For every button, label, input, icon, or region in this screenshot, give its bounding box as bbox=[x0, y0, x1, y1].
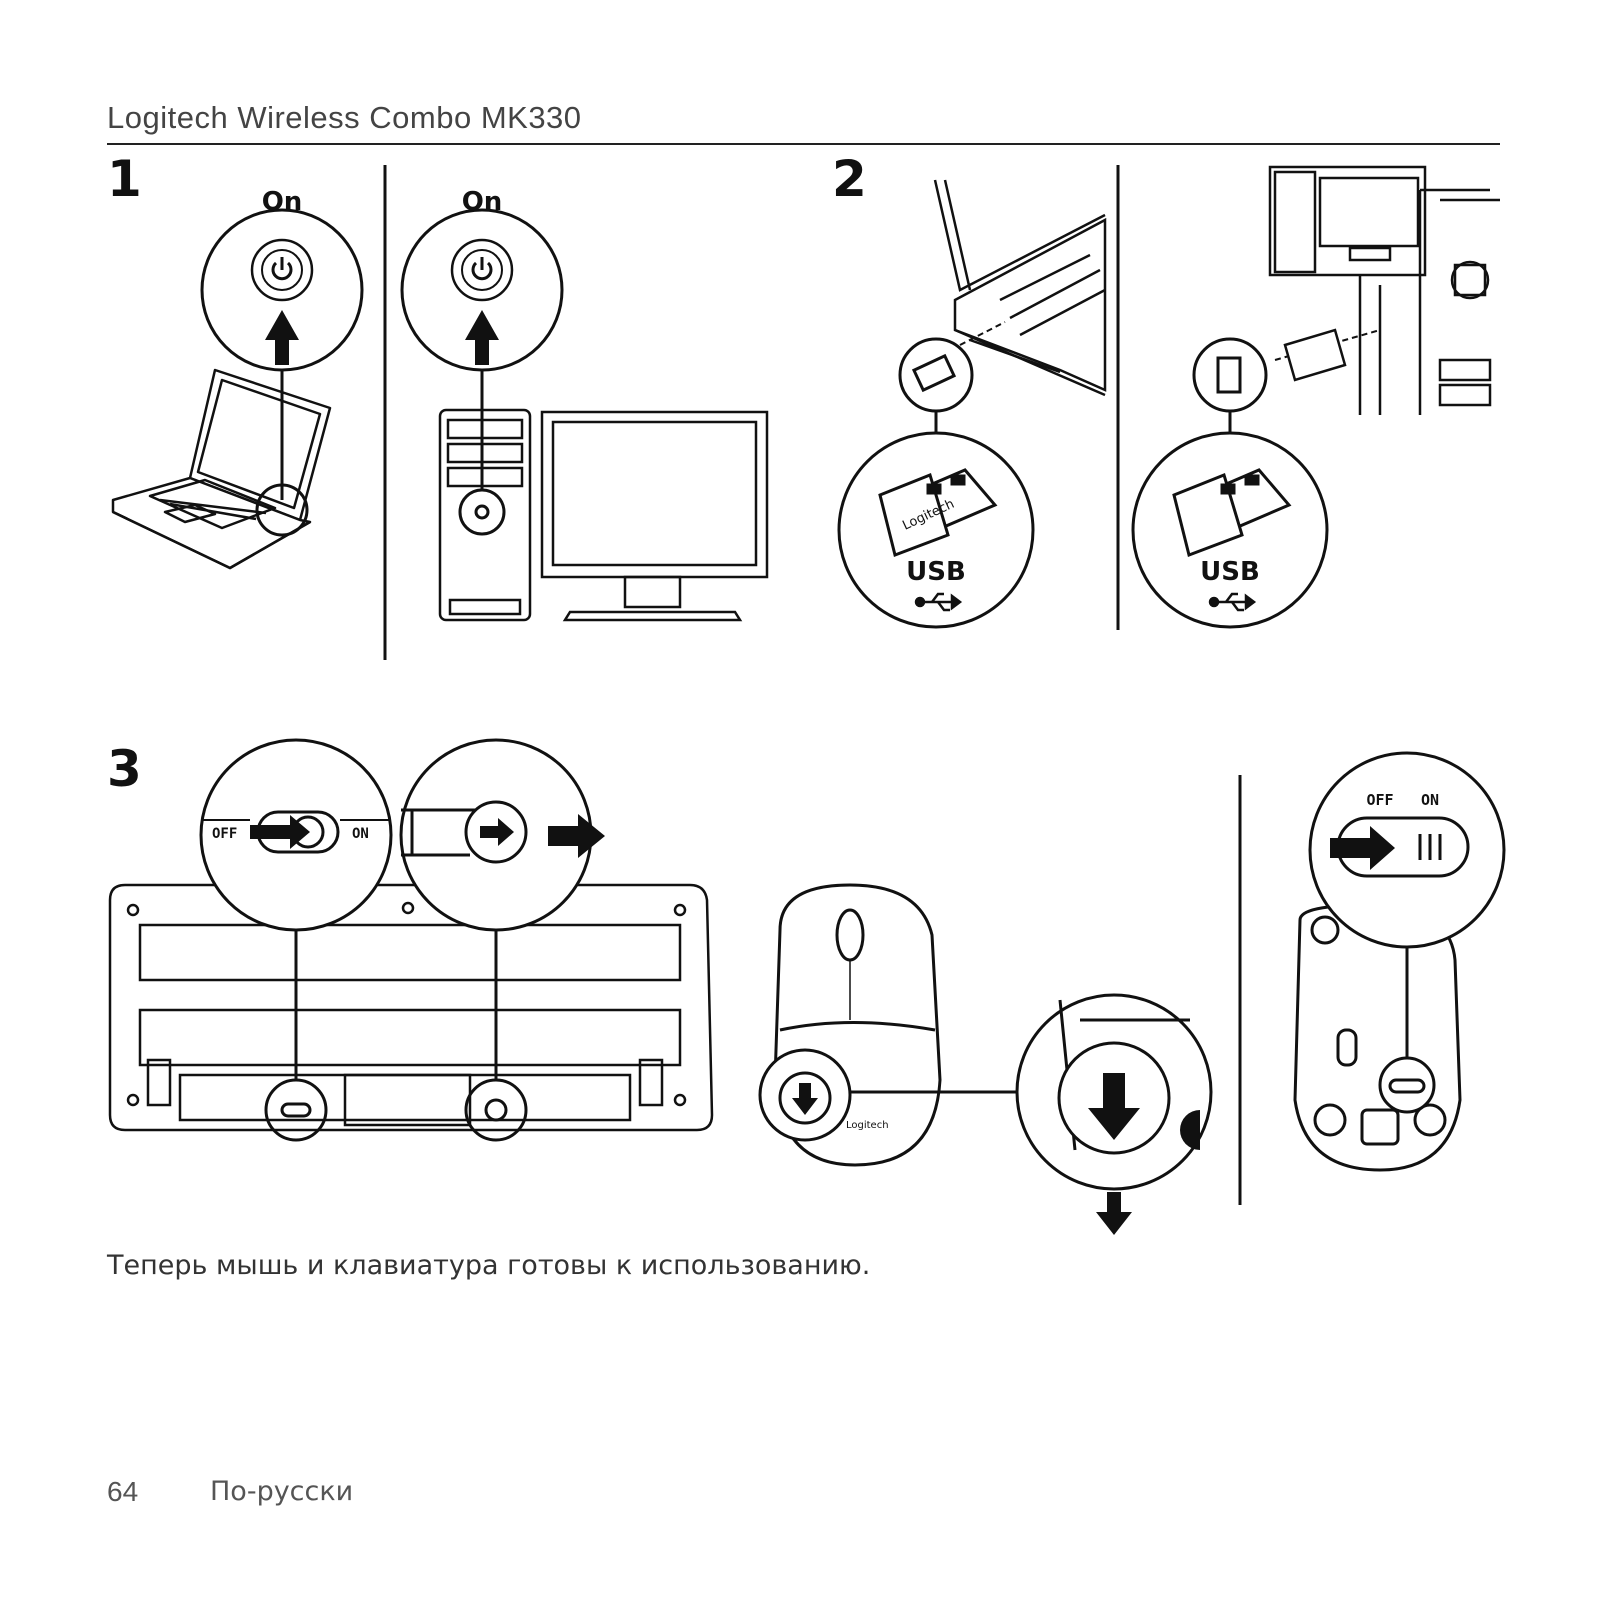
desktop-on-zoom: On bbox=[400, 187, 564, 536]
laptop-usb-dash bbox=[959, 321, 1006, 346]
pull-tab-down-arrow bbox=[1096, 1192, 1132, 1235]
keyboard-tab-small bbox=[464, 915, 528, 1142]
mouse-off-label: OFF bbox=[1366, 791, 1393, 809]
laptop-side-illustration bbox=[933, 179, 1107, 397]
step-2-number: 2 bbox=[832, 150, 867, 208]
usb-icon bbox=[914, 592, 963, 612]
keyboard-tab-zoom bbox=[399, 738, 593, 932]
usb-icon bbox=[1208, 592, 1257, 612]
mouse-bottom bbox=[1293, 903, 1462, 1172]
desktop-usb-receiver-zoom: USB bbox=[1131, 431, 1329, 629]
laptop-on-zoom: On bbox=[200, 187, 364, 537]
mouse-tab-zoom bbox=[1015, 993, 1213, 1191]
step-1-number: 1 bbox=[107, 150, 142, 208]
page-number: 64 bbox=[107, 1476, 139, 1507]
pull-tab-arrow bbox=[548, 814, 605, 858]
keyboard-switch-small bbox=[264, 915, 328, 1142]
desktop-on-label: On bbox=[462, 187, 503, 217]
header-rule bbox=[107, 143, 1500, 145]
step-3-number: 3 bbox=[107, 740, 142, 798]
laptop-usb-label: USB bbox=[906, 557, 966, 587]
desktop-receiver-small-zoom bbox=[1192, 337, 1268, 433]
keyboard-switch-zoom: OFF ON bbox=[199, 738, 393, 932]
laptop-on-label: On bbox=[262, 187, 303, 217]
mouse-tab-small bbox=[758, 1048, 1020, 1142]
desktop-usb-label: USB bbox=[1200, 557, 1260, 587]
keyboard-off-label: OFF bbox=[212, 826, 237, 842]
keyboard-on-label: ON bbox=[352, 826, 369, 842]
caption: Теперь мышь и клавиатура готовы к исполь… bbox=[107, 1250, 871, 1281]
laptop-illustration bbox=[111, 368, 332, 570]
laptop-receiver-small-zoom bbox=[898, 337, 974, 433]
document-title: Logitech Wireless Combo MK330 bbox=[107, 100, 582, 135]
mouse-switch-zoom: OFF ON bbox=[1308, 751, 1506, 949]
mouse-on-label: ON bbox=[1421, 791, 1439, 809]
usb-extender bbox=[1283, 328, 1347, 382]
desktop-back-illustration bbox=[1268, 165, 1500, 415]
mouse-brand: Logitech bbox=[846, 1120, 889, 1131]
keyboard-underside bbox=[108, 883, 714, 1132]
language-label: По-русски bbox=[210, 1476, 354, 1507]
laptop-usb-receiver-zoom: Logitech USB bbox=[837, 431, 1035, 629]
